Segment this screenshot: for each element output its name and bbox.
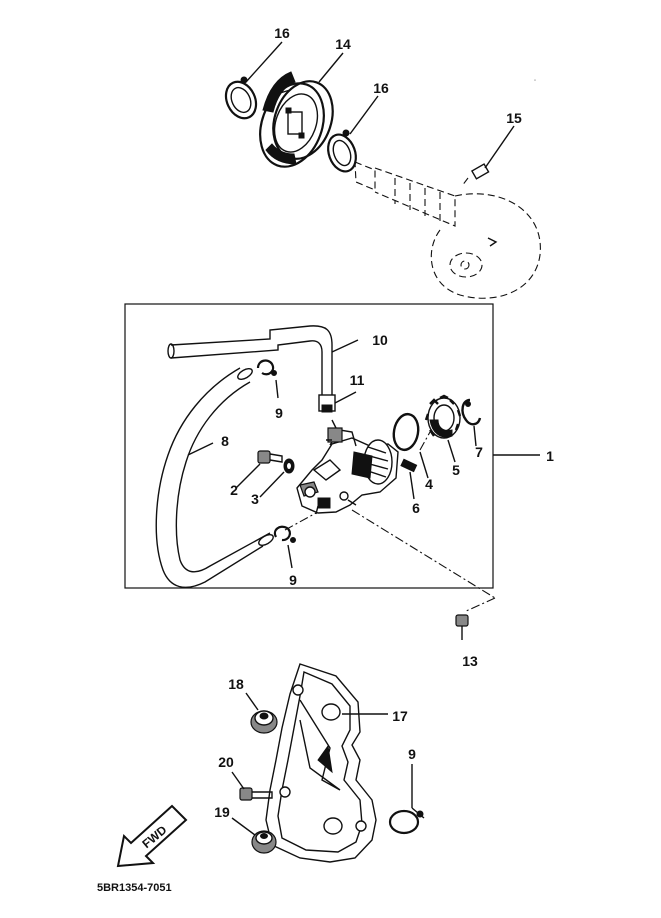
callout-16-b: 16 <box>373 80 389 96</box>
drawing-code: 5BR1354-7051 <box>97 882 172 894</box>
callout-8: 8 <box>221 433 229 449</box>
hose-8 <box>156 367 275 588</box>
washer-3 <box>284 459 294 473</box>
pulley-14 <box>249 72 343 176</box>
circlip-7 <box>463 400 480 424</box>
callout-7: 7 <box>475 444 483 460</box>
joint-11 <box>319 395 335 412</box>
callout-14: 14 <box>335 36 351 52</box>
callout-15: 15 <box>506 110 522 126</box>
gear-5 <box>426 396 460 438</box>
hose-10 <box>168 326 332 395</box>
callout-4: 4 <box>425 476 433 492</box>
callout-10: 10 <box>372 332 388 348</box>
grommet-19 <box>252 831 276 853</box>
oil-pump-body <box>297 420 398 514</box>
pump-cover <box>266 664 376 862</box>
o-ring-4 <box>391 412 421 452</box>
callout-1: 1 <box>546 448 554 464</box>
bolt-2 <box>258 451 282 463</box>
circlip-16-right <box>323 130 360 175</box>
callout-20: 20 <box>218 754 234 770</box>
callout-9-upper: 9 <box>275 405 283 421</box>
hose-clip-9-lower <box>275 527 296 543</box>
pin-6 <box>401 459 417 471</box>
circlip-16-left <box>220 77 261 123</box>
grommet-18 <box>251 711 277 733</box>
pin-15 <box>462 164 489 186</box>
hose-clip-9-upper <box>258 361 277 376</box>
callout-9-lower: 9 <box>289 572 297 588</box>
callout-3: 3 <box>251 491 259 507</box>
bolt-20 <box>240 788 272 800</box>
callout-2: 2 <box>230 482 238 498</box>
bolt-13 <box>456 615 468 640</box>
hose-clip-9-bottom <box>390 808 424 833</box>
fwd-arrow-icon: FWD <box>118 806 186 866</box>
callout-6: 6 <box>412 500 420 516</box>
callout-19: 19 <box>214 804 230 820</box>
callout-17: 17 <box>392 708 408 724</box>
callout-11: 11 <box>350 372 365 388</box>
callout-13: 13 <box>462 653 478 669</box>
crankshaft-dashed <box>355 162 540 298</box>
assembly-frame <box>125 304 493 588</box>
callout-9-bottom: 9 <box>408 746 416 762</box>
callout-18: 18 <box>228 676 244 692</box>
callout-16-a: 16 <box>274 25 290 41</box>
callout-5: 5 <box>452 462 460 478</box>
